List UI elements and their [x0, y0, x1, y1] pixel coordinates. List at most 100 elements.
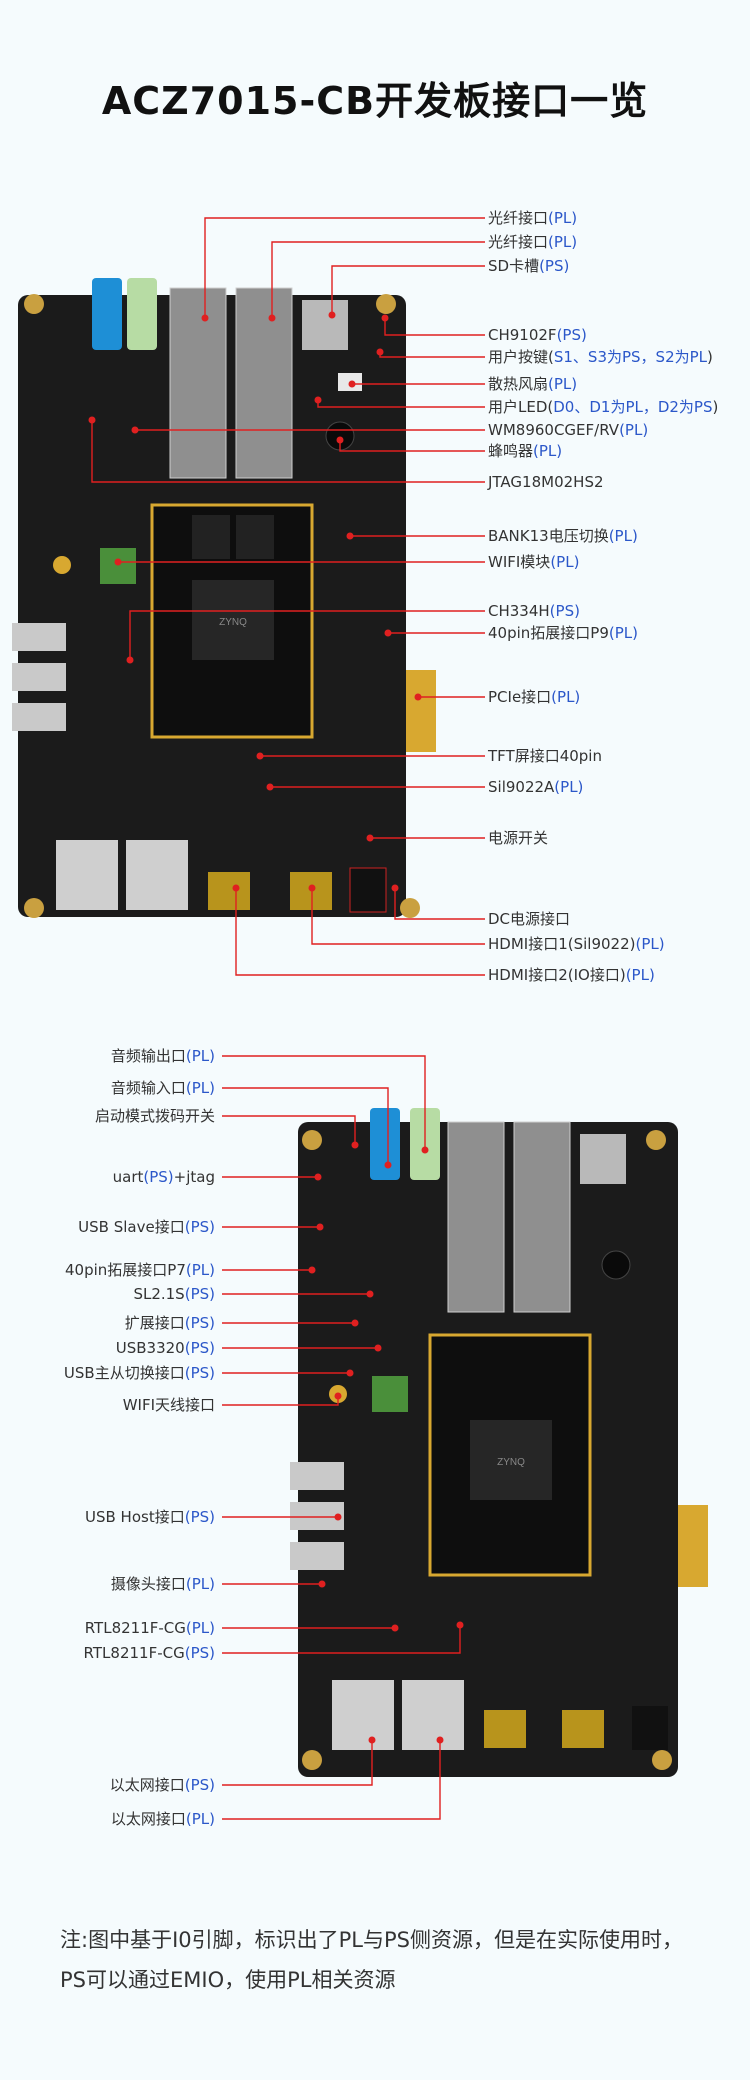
leader-bottom-0-dot	[421, 1146, 429, 1154]
leader-top-12	[129, 610, 485, 660]
leader-bottom-15-dot	[368, 1736, 376, 1744]
leader-top-14-dot	[414, 693, 422, 701]
footnote: 注:图中基于I0引脚，标识出了PL与PS侧资源，但是在实际使用时，PS可以通过E…	[60, 1928, 683, 1992]
leader-top-2-dot	[328, 311, 336, 319]
leader-top-13-dot	[384, 629, 392, 637]
leader-bottom-12-dot	[318, 1580, 326, 1588]
leader-bottom-1	[222, 1087, 389, 1165]
dc-jack	[632, 1706, 668, 1750]
label-ethernet-pl: 以太网接口(PL)	[110, 1810, 215, 1828]
leader-top-18	[394, 888, 485, 920]
label-wm8960: WM8960CGEF/RV(PL)	[488, 421, 649, 439]
leader-top-1	[271, 241, 485, 318]
audio-jack-blue	[92, 278, 122, 350]
mount-hole	[24, 898, 44, 918]
label-fiber-1: 光纤接口(PL)	[488, 209, 578, 227]
label-power-switch: 电源开关	[488, 829, 549, 847]
leader-bottom-10-dot	[334, 1392, 342, 1400]
label-sd-slot: SD卡槽(PS)	[488, 257, 570, 275]
mount-hole	[376, 294, 396, 314]
fpga-chip	[192, 580, 274, 660]
antenna-connector	[53, 556, 71, 574]
leader-top-3	[384, 318, 485, 336]
sfp-cage	[169, 287, 227, 479]
fpga-label: ZYNQ	[219, 617, 247, 628]
pcie-fingers	[678, 1505, 708, 1587]
usb-port	[12, 663, 66, 691]
label-uart-jtag: uart(PS)+jtag	[112, 1168, 215, 1186]
label-pcie: PCIe接口(PL)	[488, 688, 581, 706]
bottom-board: ZYNQ	[290, 1108, 708, 1777]
sd-slot	[302, 300, 348, 350]
leader-bottom-5-dot	[308, 1266, 316, 1274]
label-sl21s: SL2.1S(PS)	[133, 1285, 215, 1303]
wifi-module	[372, 1376, 408, 1412]
label-sil9022a: Sil9022A(PL)	[488, 778, 584, 796]
label-expansion: 扩展接口(PS)	[124, 1314, 215, 1332]
usb-port	[12, 623, 66, 651]
audio-jack-green	[127, 278, 157, 350]
leader-bottom-14-dot	[456, 1621, 464, 1629]
label-usb-slave: USB Slave接口(PS)	[78, 1218, 215, 1236]
leader-top-17-dot	[366, 834, 374, 842]
leader-top-0	[204, 217, 485, 318]
label-jtag: JTAG18M02HS2	[488, 473, 604, 491]
label-buzzer: 蜂鸣器(PL)	[488, 442, 563, 460]
hdmi-port	[208, 872, 250, 910]
leader-bottom-14	[222, 1625, 461, 1654]
leader-top-8	[339, 440, 485, 452]
label-hdmi-2: HDMI接口2(IO接口)(PL)	[488, 966, 655, 984]
label-ethernet-ps: 以太网接口(PS)	[109, 1776, 215, 1794]
leader-bottom-16	[222, 1740, 441, 1820]
label-tft: TFT屏接口40pin	[488, 747, 602, 765]
dc-jack	[349, 867, 387, 913]
label-user-keys: 用户按键(S1、S3为PS，S2为PL)	[488, 348, 713, 366]
leader-top-16-dot	[266, 783, 274, 791]
mount-hole	[646, 1130, 666, 1150]
label-camera: 摄像头接口(PL)	[110, 1575, 215, 1593]
leader-bottom-2	[222, 1115, 356, 1145]
label-boot-switch: 启动模式拨码开关	[94, 1107, 215, 1125]
leader-top-7-dot	[131, 426, 139, 434]
label-user-led: 用户LED(D0、D1为PL，D2为PS)	[488, 398, 719, 416]
hdmi-port	[484, 1710, 526, 1748]
label-ch9102f: CH9102F(PS)	[488, 326, 587, 344]
label-bank13: BANK13电压切换(PL)	[488, 527, 638, 545]
leader-top-1-dot	[268, 314, 276, 322]
leader-bottom-11-dot	[334, 1513, 342, 1521]
mount-hole	[302, 1130, 322, 1150]
label-audio-out: 音频输出口(PL)	[110, 1047, 215, 1065]
leader-bottom-2-dot	[351, 1141, 359, 1149]
usb-port	[290, 1542, 344, 1570]
leader-top-8-dot	[336, 436, 344, 444]
leader-top-18-dot	[391, 884, 399, 892]
audio-jack-blue	[370, 1108, 400, 1180]
ethernet-port	[126, 840, 188, 910]
label-40pin-p9: 40pin拓展接口P9(PL)	[488, 624, 638, 642]
leader-top-5-dot	[348, 380, 356, 388]
label-40pin-p7: 40pin拓展接口P7(PL)	[65, 1261, 215, 1279]
leader-lines-top	[88, 217, 485, 976]
leader-top-4-dot	[376, 348, 384, 356]
leader-top-3-dot	[381, 314, 389, 322]
sfp-cage	[447, 1121, 505, 1313]
ddr-chip	[236, 515, 274, 559]
usb-port	[290, 1462, 344, 1490]
mount-hole	[24, 294, 44, 314]
buzzer	[601, 1250, 631, 1280]
mount-hole	[652, 1750, 672, 1770]
leader-top-12-dot	[126, 656, 134, 664]
label-hdmi-1: HDMI接口1(Sil9022)(PL)	[488, 935, 665, 953]
leader-bottom-7-dot	[351, 1319, 359, 1327]
ddr-chip	[192, 515, 230, 559]
label-ch334h: CH334H(PS)	[488, 602, 580, 620]
label-usb-host: USB Host接口(PS)	[85, 1508, 215, 1526]
leader-bottom-1-dot	[384, 1161, 392, 1169]
leader-bottom-9-dot	[346, 1369, 354, 1377]
leader-bottom-4-dot	[316, 1223, 324, 1231]
leader-bottom-6-dot	[366, 1290, 374, 1298]
sd-slot	[580, 1134, 626, 1184]
hdmi-port	[562, 1710, 604, 1748]
leader-bottom-13-dot	[391, 1624, 399, 1632]
leader-top-2	[331, 265, 485, 315]
